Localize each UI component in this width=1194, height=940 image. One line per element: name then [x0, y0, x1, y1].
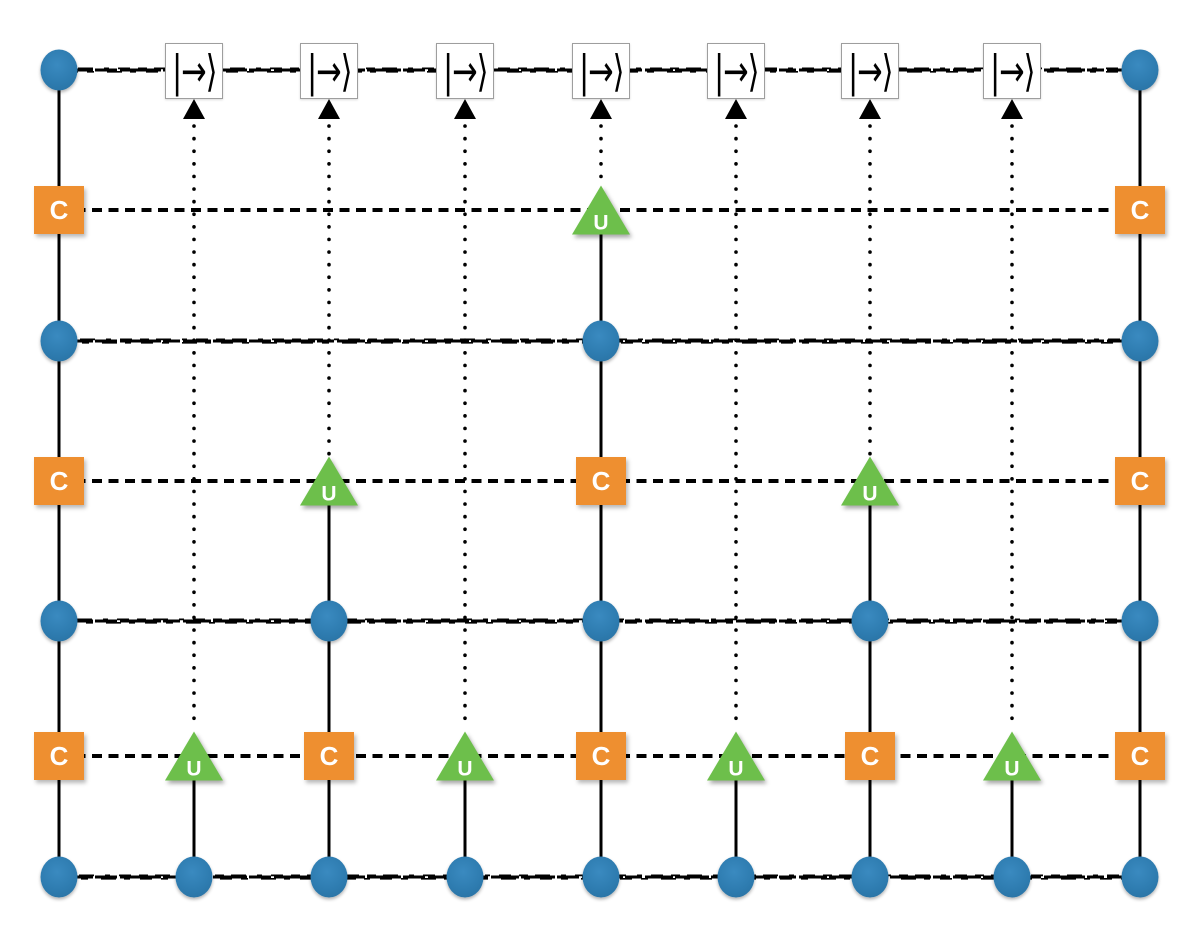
ket-box: |→⟩ [436, 43, 494, 99]
isometry-C: C [34, 732, 84, 780]
ket-label: |→⟩ [306, 45, 353, 97]
site-node [582, 600, 620, 642]
ket-label: |→⟩ [989, 45, 1036, 97]
site-node [446, 856, 484, 898]
ket-label: |→⟩ [713, 45, 760, 97]
disentangler-U: U [572, 185, 630, 235]
isometry-C: C [304, 732, 354, 780]
isometry-label: C [49, 740, 69, 771]
isometry-C: C [34, 457, 84, 505]
site-node [1121, 600, 1159, 642]
site-node [310, 600, 348, 642]
site-node [582, 856, 620, 898]
disentangler-U: U [165, 731, 223, 781]
ket-label: |→⟩ [171, 45, 218, 97]
site-node [1121, 320, 1159, 362]
triangle-shape: U [983, 731, 1041, 781]
site-node [40, 856, 78, 898]
triangle-shape: U [300, 456, 358, 506]
disentangler-label: U [321, 482, 337, 506]
disentangler-U: U [436, 731, 494, 781]
site-node [310, 856, 348, 898]
triangle-shape: U [165, 731, 223, 781]
isometry-label: C [1130, 194, 1150, 225]
isometry-C: C [1115, 732, 1165, 780]
disentangler-label: U [1004, 757, 1020, 781]
up-arrowhead [725, 99, 747, 119]
site-node [851, 856, 889, 898]
isometry-label: C [49, 465, 69, 496]
up-arrowhead [859, 99, 881, 119]
site-node [851, 600, 889, 642]
isometry-C: C [34, 186, 84, 234]
site-node [1121, 49, 1159, 91]
isometry-label: C [49, 194, 69, 225]
disentangler-U: U [300, 456, 358, 506]
ket-box: |→⟩ [165, 43, 223, 99]
site-node [175, 856, 213, 898]
site-node [40, 600, 78, 642]
isometry-label: C [319, 740, 339, 771]
ket-box: |→⟩ [707, 43, 765, 99]
site-node [993, 856, 1031, 898]
up-arrowhead [318, 99, 340, 119]
triangle-shape: U [436, 731, 494, 781]
disentangler-label: U [186, 757, 202, 781]
up-arrowhead [183, 99, 205, 119]
isometry-C: C [576, 732, 626, 780]
up-arrowhead [454, 99, 476, 119]
triangle-shape: U [572, 185, 630, 235]
disentangler-U: U [983, 731, 1041, 781]
up-arrowhead [1001, 99, 1023, 119]
isometry-label: C [1130, 465, 1150, 496]
ket-label: |→⟩ [442, 45, 489, 97]
isometry-C: C [845, 732, 895, 780]
site-node [40, 49, 78, 91]
isometry-label: C [860, 740, 880, 771]
disentangler-label: U [593, 211, 609, 235]
disentangler-label: U [862, 482, 878, 506]
site-node [40, 320, 78, 362]
site-node [582, 320, 620, 362]
triangle-shape: U [841, 456, 899, 506]
disentangler-label: U [457, 757, 473, 781]
isometry-C: C [1115, 186, 1165, 234]
site-node [717, 856, 755, 898]
ket-box: |→⟩ [841, 43, 899, 99]
ket-box: |→⟩ [572, 43, 630, 99]
site-node [1121, 856, 1159, 898]
triangle-shape: U [707, 731, 765, 781]
isometry-label: C [591, 465, 611, 496]
isometry-label: C [591, 740, 611, 771]
disentangler-U: U [707, 731, 765, 781]
ket-label: |→⟩ [578, 45, 625, 97]
isometry-label: C [1130, 740, 1150, 771]
isometry-C: C [576, 457, 626, 505]
disentangler-label: U [728, 757, 744, 781]
ket-label: |→⟩ [847, 45, 894, 97]
disentangler-U: U [841, 456, 899, 506]
isometry-C: C [1115, 457, 1165, 505]
ket-box: |→⟩ [300, 43, 358, 99]
up-arrowhead [590, 99, 612, 119]
ket-box: |→⟩ [983, 43, 1041, 99]
